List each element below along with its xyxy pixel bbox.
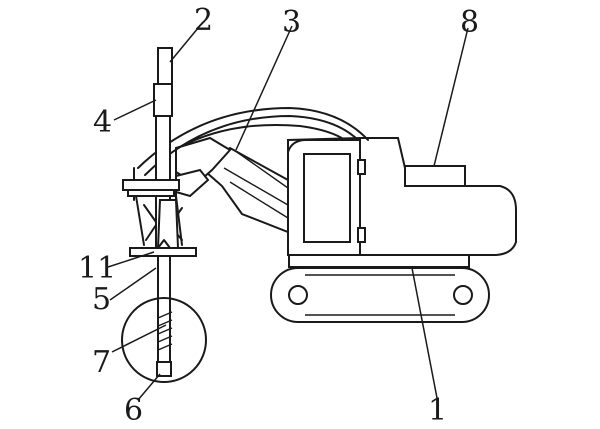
mast-assembly — [122, 47, 197, 257]
upper-crosshead — [122, 179, 180, 191]
label-8: 8 — [460, 5, 479, 40]
door-hinge-top — [357, 159, 366, 175]
track-wheel-left — [288, 285, 308, 305]
track-wheel-right — [453, 285, 473, 305]
door-hinge-bottom — [357, 227, 366, 243]
label-6: 6 — [124, 393, 143, 428]
label-3: 3 — [282, 5, 301, 40]
drill-motor — [153, 83, 173, 117]
track-top-frame — [288, 254, 470, 268]
drill-bit — [156, 361, 172, 377]
hose-inner — [177, 123, 346, 149]
crawler-track — [270, 254, 490, 323]
hose-outer — [137, 107, 369, 169]
drill-rod-lines — [157, 255, 171, 373]
track-outline — [270, 267, 490, 323]
machine-body — [287, 137, 517, 256]
label-11: 11 — [78, 251, 116, 286]
platform-bracket — [157, 239, 171, 249]
platform — [129, 247, 197, 257]
label-5: 5 — [92, 282, 111, 317]
label-7: 7 — [92, 345, 111, 380]
detail-circle — [121, 297, 207, 383]
label-1: 1 — [428, 393, 447, 428]
drill-rod — [157, 255, 171, 373]
leader-lines — [107, 21, 469, 401]
track-inner-lines — [305, 274, 455, 316]
spiral-auger — [157, 311, 173, 351]
top-unit — [404, 165, 466, 187]
crosshead-plate — [127, 189, 175, 197]
cab-window — [303, 153, 351, 243]
label-2: 2 — [194, 3, 213, 38]
label-4: 4 — [93, 105, 112, 140]
detail-circle-outline — [121, 297, 207, 383]
boom-link — [175, 168, 210, 198]
mast-top — [157, 47, 173, 85]
boom-lines — [223, 149, 289, 219]
rod-clamp — [156, 199, 180, 249]
